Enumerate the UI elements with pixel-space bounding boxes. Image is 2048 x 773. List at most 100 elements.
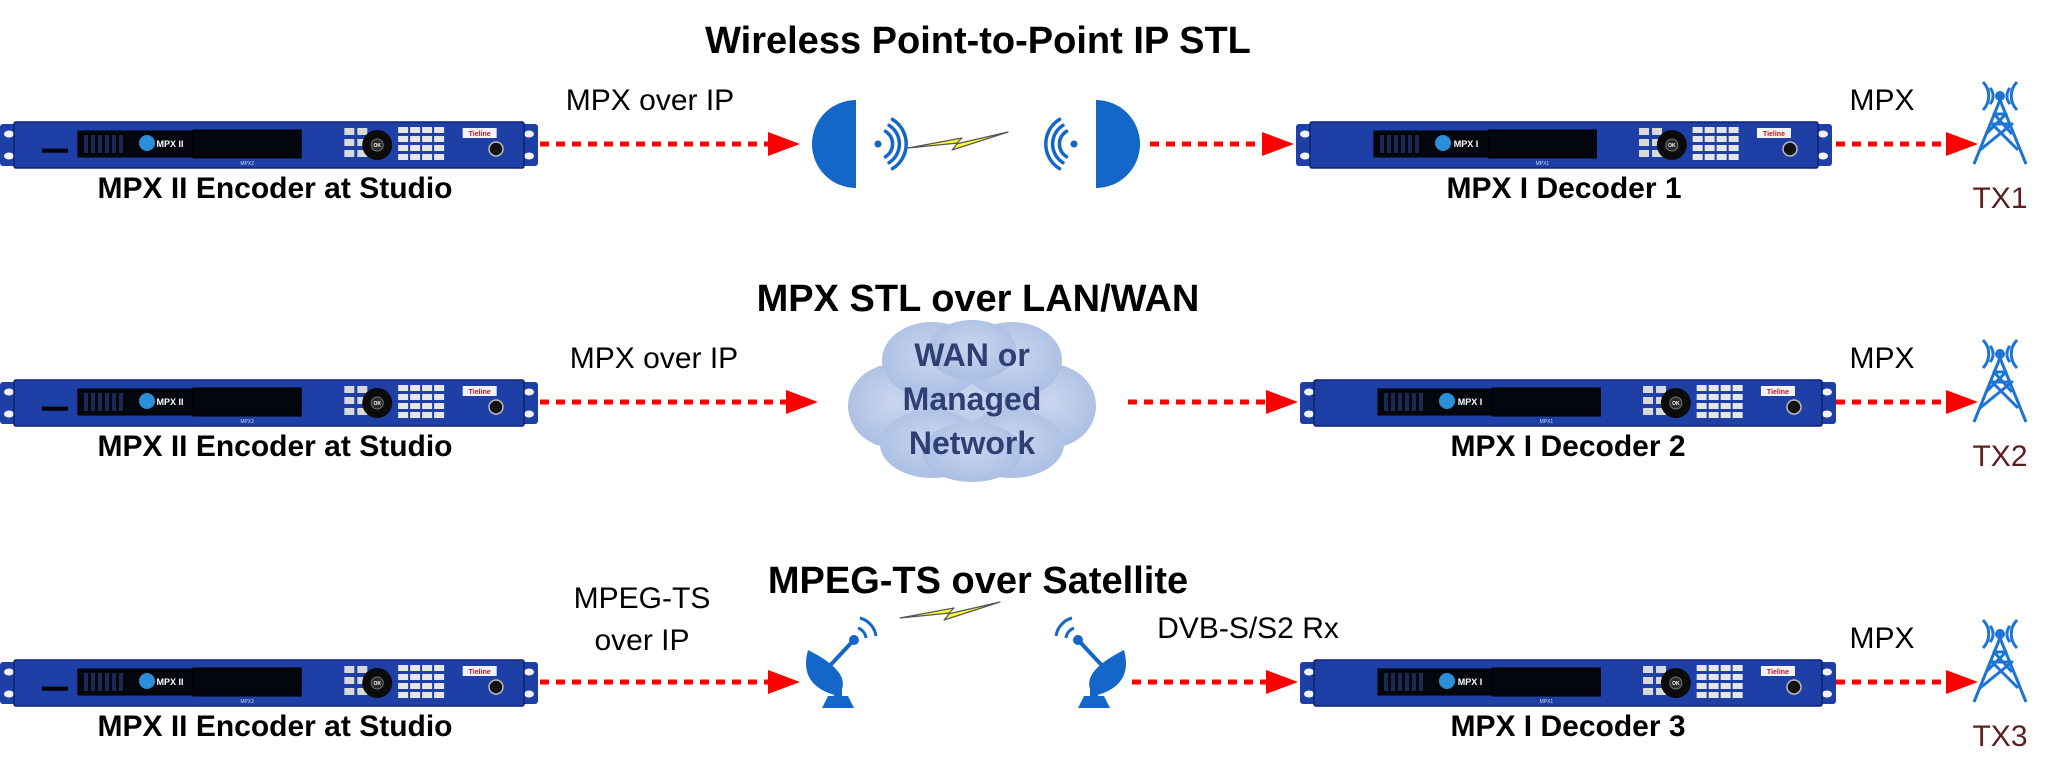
brand-text: Tieline [1767, 669, 1789, 676]
meter-bar [1401, 135, 1405, 153]
front-text: MPX1 [1536, 161, 1550, 167]
meter-bar [91, 135, 95, 153]
keypad-key [1696, 394, 1707, 400]
keypad-key [1716, 145, 1727, 151]
meter-bar [98, 135, 102, 153]
front-text: MPX2 [240, 161, 254, 167]
keypad-key [410, 145, 421, 151]
keypad-key [422, 145, 433, 151]
keypad-key [422, 674, 433, 680]
function-button [344, 139, 355, 146]
meter-bar [119, 135, 123, 153]
dish-body [1096, 100, 1140, 188]
keypad-key [434, 665, 445, 671]
keypad-key [434, 683, 445, 689]
keypad-key [1728, 145, 1739, 151]
rack-hole [1822, 690, 1832, 698]
meter-bar [1394, 135, 1398, 153]
cloud-lobe [928, 320, 1016, 380]
keypad-key [1692, 136, 1703, 142]
radio-wave [883, 129, 895, 159]
output-label: MPX [1849, 342, 1914, 375]
rack-hole [4, 410, 14, 418]
brand-plate [1760, 386, 1795, 396]
wave-dot [1070, 140, 1078, 148]
meter-bar [84, 135, 88, 153]
rack-hole [524, 388, 534, 396]
function-button [357, 128, 368, 135]
keypad-key [1696, 674, 1707, 680]
function-button [357, 666, 368, 673]
function-button [1643, 386, 1654, 393]
keypad-key [410, 674, 421, 680]
arrow-head [1266, 670, 1298, 694]
keypad-key [410, 665, 421, 671]
meter-bar [84, 673, 88, 691]
meter-bar [1412, 673, 1416, 691]
rack-hole [1304, 410, 1314, 418]
arrow-head [768, 670, 800, 694]
keypad-key [1716, 154, 1727, 160]
radio-wave [1988, 87, 1995, 105]
function-button [1639, 139, 1650, 146]
keypad-key [1716, 136, 1727, 142]
rack-hole [4, 130, 14, 138]
tower-tip [1995, 629, 2005, 639]
function-button [357, 139, 368, 146]
volume-knob [488, 399, 504, 415]
keypad-key [398, 136, 409, 142]
tower-tip [1995, 91, 2005, 101]
rack-hole [1304, 668, 1314, 676]
arrow-head [1266, 390, 1298, 414]
arrow-head [768, 132, 800, 156]
rack-hole [1304, 690, 1314, 698]
main-screen [1487, 129, 1597, 159]
keypad-key [1692, 154, 1703, 160]
dish-feed [849, 635, 859, 645]
keypad-key [1696, 692, 1707, 698]
function-button [344, 386, 355, 393]
meter-bar [1387, 135, 1391, 153]
model-badge: MPX II [156, 139, 183, 149]
keypad-key [422, 412, 433, 418]
radio-wave [2009, 80, 2019, 112]
function-button [1643, 666, 1654, 673]
rack-hole [4, 668, 14, 676]
keypad-key [434, 385, 445, 391]
keypad-key [422, 692, 433, 698]
keypad-key [434, 412, 445, 418]
meter-bar [1405, 393, 1409, 411]
nav-ok-label: OK [373, 681, 381, 687]
meter-bar [1419, 673, 1423, 691]
rack-hole [524, 690, 534, 698]
radio-wave [1050, 123, 1065, 165]
keypad-key [1708, 412, 1719, 418]
keypad-key [1696, 683, 1707, 689]
radio-wave [1054, 616, 1073, 637]
keypad-key [1704, 136, 1715, 142]
keypad-key [434, 403, 445, 409]
keypad-key [1716, 127, 1727, 133]
nav-ok [370, 396, 384, 410]
keypad-key [398, 154, 409, 160]
keypad-key [1728, 127, 1739, 133]
keypad-key [410, 394, 421, 400]
function-button [1652, 150, 1663, 157]
dish-body [812, 100, 856, 188]
model-badge: MPX II [156, 677, 183, 687]
decoder-label: MPX I Decoder 3 [1450, 710, 1685, 743]
nav-ok [370, 138, 384, 152]
keypad-key [1692, 145, 1703, 151]
arrow-head [1946, 132, 1978, 156]
brand-plate [462, 128, 497, 138]
rack-hole [524, 152, 534, 160]
keypad-key [1708, 674, 1719, 680]
function-button [1656, 397, 1667, 404]
rack-hole [4, 152, 14, 160]
keypad-key [398, 412, 409, 418]
nav-ok-label: OK [1668, 143, 1676, 149]
brand-text: Tieline [1767, 389, 1789, 396]
rack-hole [1300, 152, 1310, 160]
